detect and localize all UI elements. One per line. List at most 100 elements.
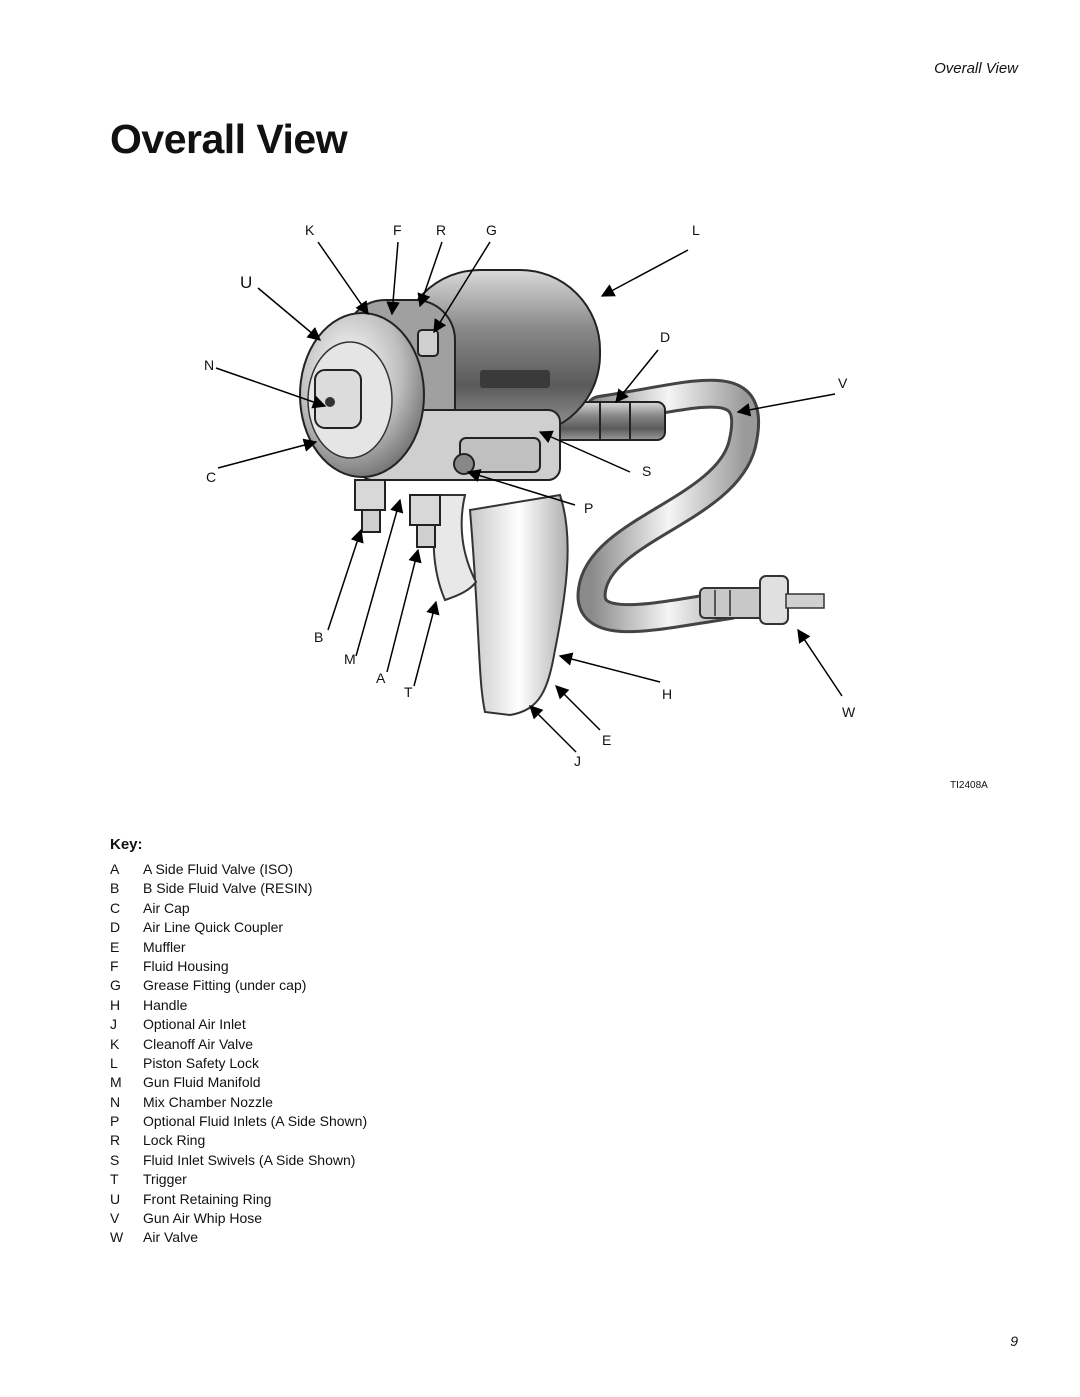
key-letter: A [110,861,120,877]
key-text: A Side Fluid Valve (ISO) [143,861,293,877]
key-item: G Grease Fitting (under cap) [110,976,367,995]
key-text: Gun Fluid Manifold [143,1074,261,1091]
key-letter: M [110,1074,122,1091]
key-item: B B Side Fluid Valve (RESIN) [110,879,367,898]
leader-R [417,241,443,308]
key-item: T Trigger [110,1170,367,1189]
grease-fitting [417,329,439,357]
callout-P: P [584,500,593,516]
leader-S [538,430,631,473]
key-letter: D [110,919,121,936]
callout-N: N [204,357,214,373]
leader-N [215,367,327,409]
air-valve [699,575,825,625]
handle [468,493,569,717]
key-letter: F [110,957,119,974]
leader-P [466,469,576,506]
callout-D: D [660,329,670,345]
key-text: Gun Air Whip Hose [143,1210,263,1227]
leader-M [355,498,404,657]
key-text: Fluid Inlet Swivels (A Side Shown) [143,1151,356,1168]
leader-K [317,241,369,316]
leader-J [529,705,577,753]
leader-C [217,438,318,469]
callout-E: E [602,732,611,748]
key-item: N Mix Chamber Nozzle [110,1093,367,1112]
key-letter: B [110,880,120,897]
page-title: Overall View [110,116,348,162]
key-text: Handle [143,996,188,1013]
callout-B: B [314,629,323,645]
callout-S: S [642,463,651,479]
leader-A [386,548,422,673]
key-item: U Front Retaining Ring [110,1190,367,1209]
figure-id: TI2408A [950,780,988,791]
leader-G [433,241,491,334]
key-item: V Gun Air Whip Hose [110,1209,367,1228]
key-letter: W [110,1229,124,1246]
key-text: Trigger [143,1171,187,1188]
key-text: Optional Fluid Inlets (A Side Shown) [143,1113,368,1130]
callout-R: R [436,222,446,238]
key-text: Piston Safety Lock [143,1054,259,1071]
running-header: Overall View [934,60,1018,77]
spray-gun-illustration: K F R G L U D N V C S P B M A T H W E J … [204,222,988,791]
callout-K: K [305,222,315,238]
key-text: Optional Air Inlet [143,1016,246,1033]
leader-B [327,528,364,631]
key-text: Mix Chamber Nozzle [143,1093,273,1110]
key-letter: P [110,1113,120,1130]
key-letter: N [110,1093,121,1110]
leader-V [736,393,836,417]
callout-U: U [240,273,252,292]
leader-W [797,628,843,697]
callout-M: M [344,651,356,667]
key-letter: C [110,899,121,916]
key-title: Key: [110,836,143,853]
key-text: B Side Fluid Valve (RESIN) [143,880,313,897]
callout-F: F [393,222,402,238]
callout-H: H [662,686,672,702]
fluid-inlet-swivels [453,437,541,475]
callout-V: V [838,375,848,391]
key-item: P Optional Fluid Inlets (A Side Shown) [110,1112,367,1131]
key-text: Grease Fitting (under cap) [143,977,307,994]
key-item: C Air Cap [110,899,367,918]
key-text: Front Retaining Ring [143,1190,272,1207]
key-item: J Optional Air Inlet [110,1015,367,1034]
key-letter: T [110,1171,119,1188]
key-text: Cleanoff Air Valve [143,1035,253,1052]
callout-G: G [486,222,497,238]
key-item: L Piston Safety Lock [110,1054,367,1073]
leader-F [386,241,400,316]
spray-gun-figure: K F R G L U D N V C S P B M A T H W E J … [0,210,1080,810]
callout-W: W [842,704,856,720]
key-letter: S [110,1151,120,1168]
leader-H [558,652,661,683]
key-text: Lock Ring [143,1132,206,1149]
key-letter: E [110,938,120,955]
gun-fluid-manifold [354,479,441,548]
key-item: A A Side Fluid Valve (ISO) [110,860,367,879]
key-letter: G [110,977,121,994]
key-letter: K [110,1035,120,1052]
key-letter: J [110,1016,117,1033]
key-text: Air Valve [143,1229,198,1246]
key-text: Air Cap [143,899,190,916]
callout-L: L [692,222,700,238]
key-item: S Fluid Inlet Swivels (A Side Shown) [110,1151,367,1170]
key-item: W Air Valve [110,1228,367,1247]
page-number: 9 [1010,1333,1018,1349]
key-letter: L [110,1054,118,1071]
key-letter: V [110,1210,120,1227]
mix-chamber-nozzle [314,369,362,429]
leader-L [600,249,689,297]
key-item: H Handle [110,996,367,1015]
key-item: K Cleanoff Air Valve [110,1035,367,1054]
key-letter: H [110,996,121,1013]
key-letter: U [110,1190,121,1207]
